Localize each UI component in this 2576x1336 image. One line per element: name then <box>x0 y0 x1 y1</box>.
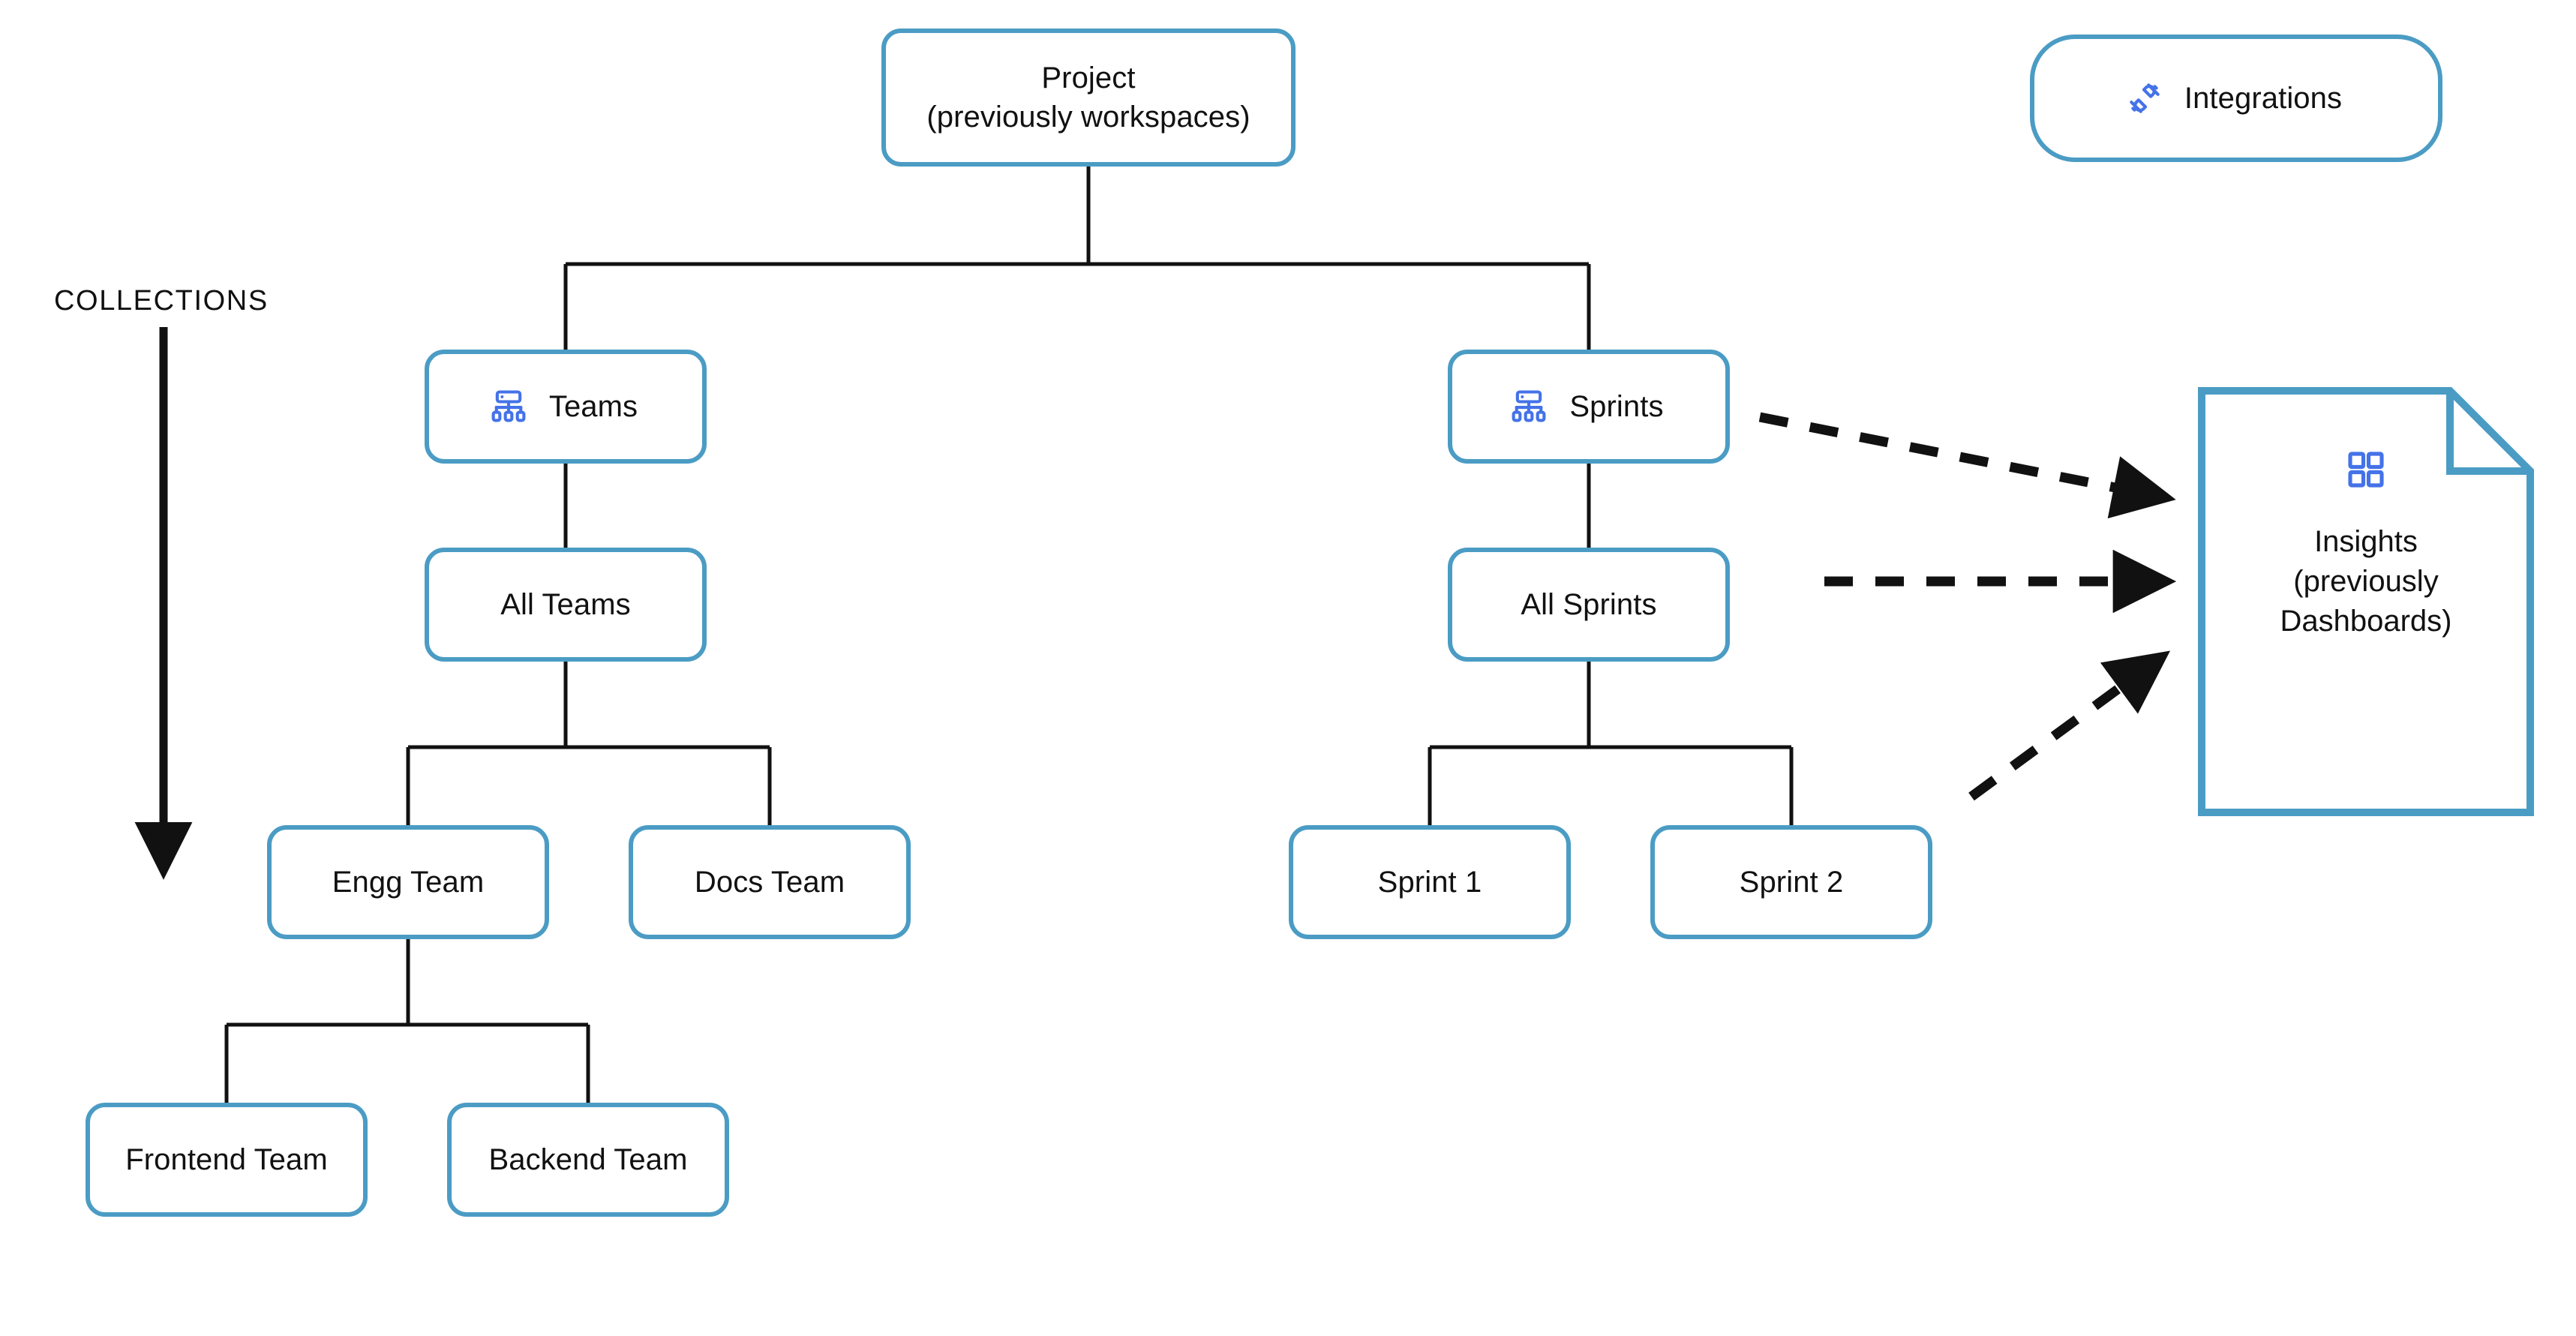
node-integrations-label: Integrations <box>2184 82 2343 115</box>
node-teams[interactable]: Teams <box>425 350 707 464</box>
node-all-teams-label: All Teams <box>500 588 631 621</box>
node-insights-label: Insights (previously Dashboards) <box>2280 525 2452 638</box>
node-integrations[interactable]: Integrations <box>2030 35 2442 162</box>
collections-label: COLLECTIONS <box>54 285 269 317</box>
node-backend-team[interactable]: Backend Team <box>447 1103 729 1217</box>
node-sprint-2-label: Sprint 2 <box>1739 866 1844 899</box>
dashboard-grid-icon <box>2198 449 2534 491</box>
node-project[interactable]: Project (previously workspaces) <box>881 29 1296 167</box>
node-sprints[interactable]: Sprints <box>1448 350 1730 464</box>
edge-all-sprints-to-sprints <box>1428 662 1794 825</box>
node-frontend-team[interactable]: Frontend Team <box>86 1103 368 1217</box>
node-all-sprints-label: All Sprints <box>1521 588 1657 621</box>
edge-sprint-children-to-insights <box>1968 650 2171 801</box>
node-frontend-team-label: Frontend Team <box>125 1143 328 1176</box>
node-engg-team-label: Engg Team <box>332 866 485 899</box>
document-shape <box>2198 387 2534 816</box>
node-docs-team-label: Docs Team <box>694 866 845 899</box>
hierarchy-icon <box>1509 387 1548 426</box>
node-sprint-1[interactable]: Sprint 1 <box>1289 825 1571 939</box>
edge-engg-team-to-subteams <box>224 939 590 1103</box>
edge-project-to-children <box>563 167 1591 350</box>
plug-connector-icon <box>2126 80 2163 117</box>
node-all-teams[interactable]: All Teams <box>425 548 707 662</box>
node-insights[interactable]: Insights (previously Dashboards) <box>2198 387 2534 816</box>
edge-all-teams-to-teams <box>406 662 772 825</box>
node-teams-label: Teams <box>548 390 638 423</box>
edge-sprints-to-insights <box>1758 412 2176 519</box>
node-project-label: Project (previously workspaces) <box>926 62 1250 134</box>
node-sprint-2[interactable]: Sprint 2 <box>1650 825 1932 939</box>
node-engg-team[interactable]: Engg Team <box>267 825 549 939</box>
node-backend-team-label: Backend Team <box>488 1143 688 1176</box>
hierarchy-icon <box>489 387 528 426</box>
node-sprints-label: Sprints <box>1569 390 1664 423</box>
node-docs-team[interactable]: Docs Team <box>629 825 911 939</box>
node-sprint-1-label: Sprint 1 <box>1377 866 1482 899</box>
node-all-sprints[interactable]: All Sprints <box>1448 548 1730 662</box>
